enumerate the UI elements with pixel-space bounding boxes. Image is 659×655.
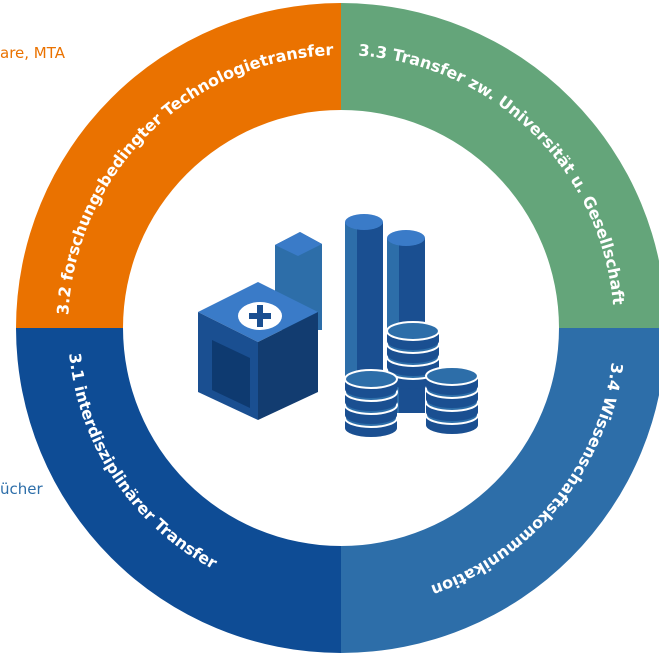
segment-3-2 [16, 3, 341, 328]
building-and-coins-icon [198, 214, 479, 437]
side-text-top: are, MTA [0, 44, 65, 62]
segment-3-1 [16, 328, 341, 653]
side-text-bottom: ücher [0, 480, 43, 498]
segment-3-4 [341, 328, 659, 653]
coin-stack-icon [344, 321, 479, 437]
hospital-building-icon [198, 282, 318, 420]
segment-3-3 [341, 3, 659, 328]
